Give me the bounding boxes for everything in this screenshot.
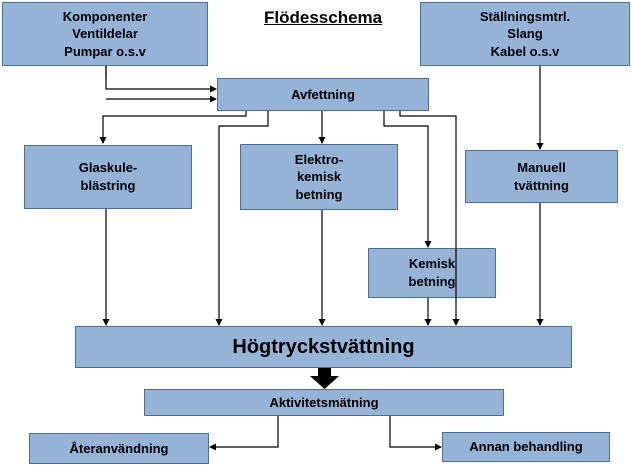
arrow-activity-to-other <box>389 416 442 451</box>
high-pressure-washing-box: Högtryckstvättning <box>75 326 572 368</box>
manual-washing-label: Manuell tvättning <box>514 159 569 193</box>
degreasing-box: Avfettning <box>217 78 429 111</box>
glass-bead-blasting-box: Glaskule- blästring <box>24 145 192 209</box>
arrow-degreasing-to-chemical <box>383 111 432 248</box>
electrochemical-pickling-label: Elektro- kemisk betning <box>294 151 344 202</box>
page-title: Flödesschema <box>264 8 383 27</box>
source-components-label: Komponenter Ventildelar Pumpar o.s.v <box>62 8 148 59</box>
source-scaffolding-label: Ställningsmtrl. Slang Kabel o.s.v <box>479 8 571 59</box>
reuse-label: Återanvändning <box>69 440 169 456</box>
chemical-pickling-box: Kemisk betning <box>368 248 496 298</box>
arrow-components-to-degreasing <box>105 66 217 93</box>
activity-measurement-label: Aktivitetsmätning <box>269 394 379 410</box>
source-components-box: Komponenter Ventildelar Pumpar o.s.v <box>2 2 208 66</box>
block-arrow-highpressure-to-activity <box>310 368 339 389</box>
source-scaffolding-box: Ställningsmtrl. Slang Kabel o.s.v <box>420 2 630 66</box>
activity-measurement-box: Aktivitetsmätning <box>144 389 504 416</box>
glass-bead-blasting-label: Glaskule- blästring <box>78 160 138 193</box>
other-treatment-box: Annan behandling <box>442 432 610 462</box>
other-treatment-label: Annan behandling <box>469 439 583 455</box>
arrow-activity-to-reuse <box>209 416 279 451</box>
high-pressure-washing-label: Högtryckstvättning <box>232 335 415 358</box>
reuse-box: Återanvändning <box>29 433 209 464</box>
arrow-degreasing-to-highpressure-right <box>399 111 460 326</box>
arrow-degreasing-to-highpressure-left <box>215 111 269 326</box>
chemical-pickling-label: Kemisk betning <box>408 256 456 289</box>
electrochemical-pickling-box: Elektro- kemisk betning <box>240 144 398 210</box>
manual-washing-box: Manuell tvättning <box>465 150 618 203</box>
degreasing-label: Avfettning <box>291 86 355 102</box>
arrow-degreasing-to-glassbead <box>99 111 247 144</box>
